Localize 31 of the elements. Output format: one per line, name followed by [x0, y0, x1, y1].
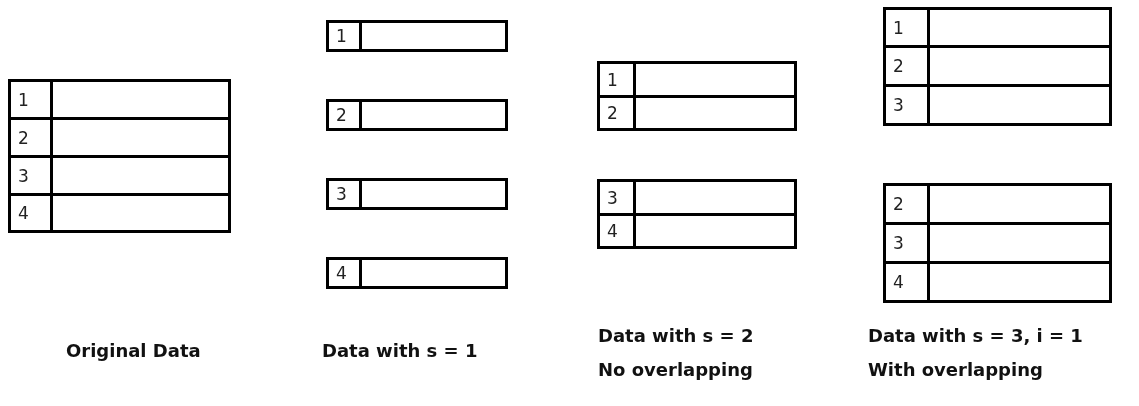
table-row	[883, 183, 1112, 225]
row-number: 2	[600, 98, 636, 128]
table-row	[883, 7, 1112, 48]
row-number: 4	[886, 264, 930, 300]
caption: Data with s = 1	[322, 340, 478, 361]
row-number: 3	[886, 87, 930, 123]
table-row	[8, 155, 231, 196]
table-row	[326, 20, 508, 52]
row-number: 4	[11, 196, 53, 230]
table-row	[883, 45, 1112, 87]
table-row	[326, 257, 508, 289]
table-row	[883, 84, 1112, 126]
row-number: 1	[329, 23, 362, 49]
table-row	[883, 261, 1112, 303]
table-row	[326, 178, 508, 210]
row-number: 3	[329, 181, 362, 207]
caption: Original Data	[66, 340, 201, 361]
table-row	[597, 213, 797, 249]
caption: No overlapping	[598, 359, 753, 380]
row-number: 4	[600, 216, 636, 246]
table-row	[883, 222, 1112, 264]
caption: Data with s = 2	[598, 325, 754, 346]
row-number: 4	[329, 260, 362, 286]
table-row	[326, 99, 508, 131]
row-number: 2	[329, 102, 362, 128]
table-row	[8, 193, 231, 233]
table-row	[8, 117, 231, 158]
caption: With overlapping	[868, 359, 1043, 380]
table-row	[597, 95, 797, 131]
caption: Data with s = 3, i = 1	[868, 325, 1083, 346]
table-row	[8, 79, 231, 120]
